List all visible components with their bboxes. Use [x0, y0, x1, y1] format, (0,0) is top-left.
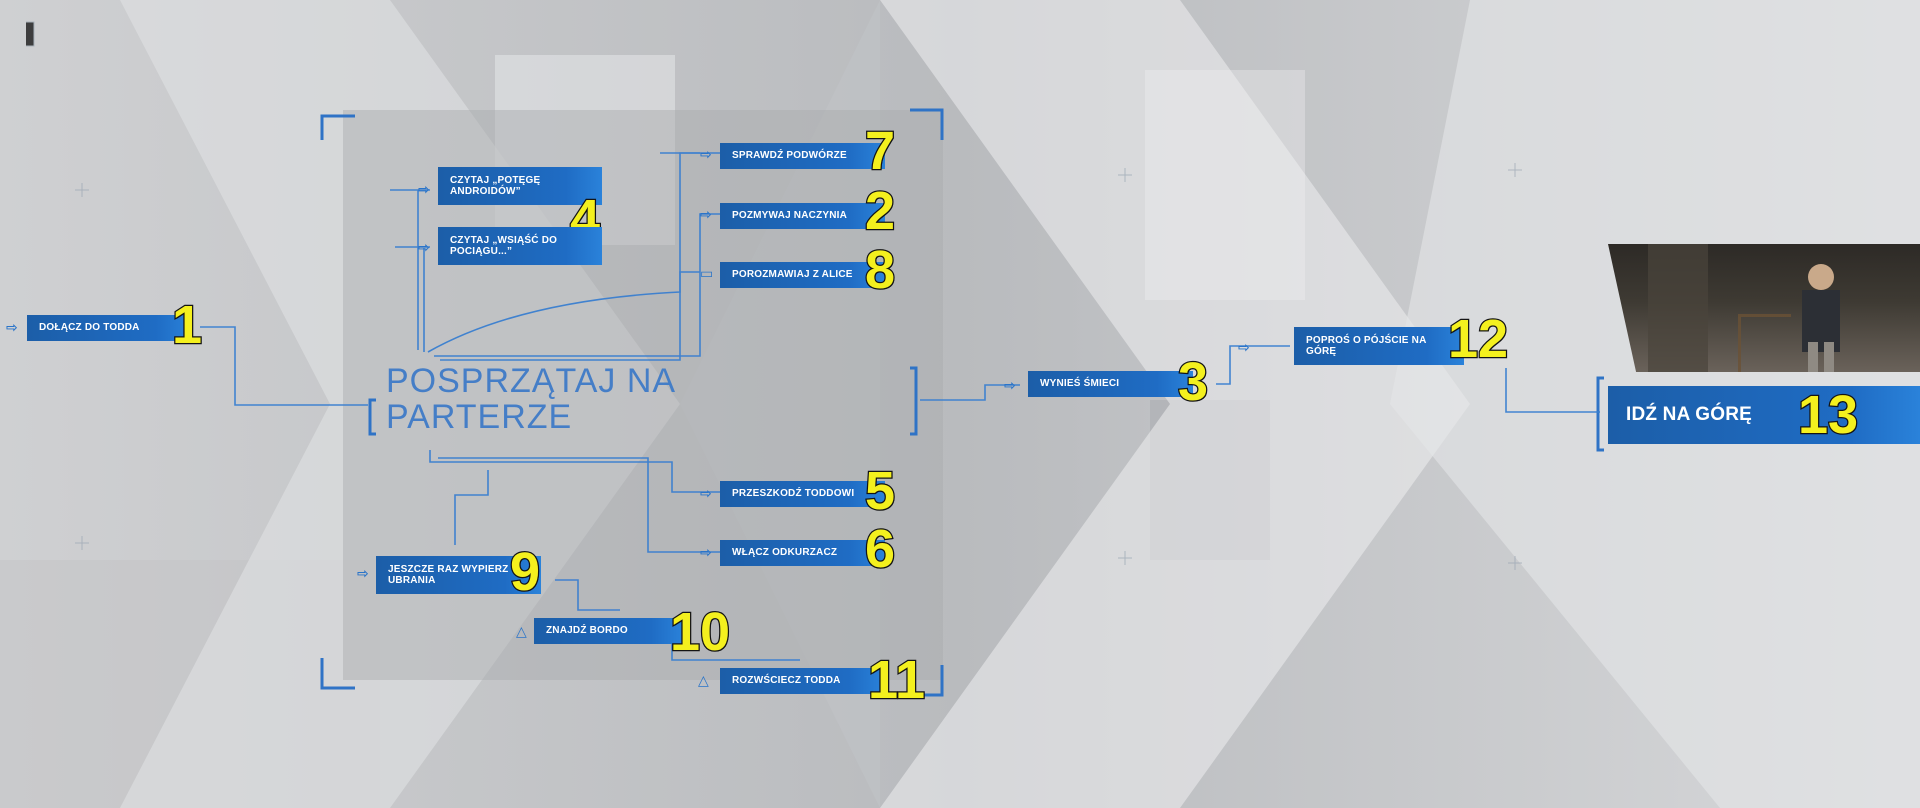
triangle-icon: △ — [698, 672, 709, 688]
number-badge: 6 — [864, 519, 897, 579]
choice-znajdz-bordo[interactable]: ZNAJDŹ BORDO — [534, 618, 684, 644]
number-badge: 1 — [171, 295, 204, 355]
choice-pozmywaj-naczynia[interactable]: POZMYWAJ NACZYNIA — [720, 203, 885, 229]
arrow-right-icon: ⇨ — [1238, 339, 1250, 355]
choice-label: CZYTAJ „WSIĄŚĆ DO POCIĄGU...” — [450, 234, 558, 258]
choice-popros-o-pojscie[interactable]: POPROŚ O PÓJŚCIE NA GÓRĘ — [1294, 327, 1464, 365]
number-badge: 11 — [867, 650, 927, 710]
number-badge: 10 — [669, 602, 732, 662]
number-badge: 3 — [1177, 352, 1210, 412]
number-badge: 7 — [864, 121, 897, 181]
choice-czytaj-wsiasc[interactable]: CZYTAJ „WSIĄŚĆ DO POCIĄGU...” — [438, 227, 602, 265]
arrow-right-icon: ⇨ — [357, 565, 369, 581]
choice-idz-na-gore[interactable]: IDŹ NA GÓRĘ — [1608, 386, 1920, 444]
arrow-right-icon: ⇨ — [700, 485, 712, 501]
choice-label: ROZWŚCIECZ TODDA — [732, 675, 841, 687]
choice-label: ZNAJDŹ BORDO — [546, 625, 628, 637]
choice-label: SPRAWDŹ PODWÓRZE — [732, 150, 847, 162]
choice-jeszcze-raz-wypierz[interactable]: JESZCZE RAZ WYPIERZ UBRANIA — [376, 556, 541, 594]
speech-bubble-icon: ▭ — [700, 265, 714, 281]
choice-sprawdz-podworze[interactable]: SPRAWDŹ PODWÓRZE — [720, 143, 885, 169]
choice-label: WYNIEŚ ŚMIECI — [1040, 378, 1120, 390]
choice-wlacz-odkurzacz[interactable]: WŁĄCZ ODKURZACZ — [720, 540, 885, 566]
choice-label: PRZESZKODŹ TODDOWI — [732, 488, 855, 500]
arrow-right-icon: ⇨ — [6, 319, 18, 335]
choice-label: CZYTAJ „POTĘGĘ ANDROIDÓW” — [450, 174, 541, 198]
triangle-icon: △ — [516, 623, 527, 639]
number-badge: 8 — [864, 240, 897, 300]
arrow-right-icon: ⇨ — [700, 146, 712, 162]
arrow-right-icon: ⇨ — [700, 544, 712, 560]
number-badge: 5 — [864, 461, 897, 521]
choice-label: IDŹ NA GÓRĘ — [1626, 404, 1753, 426]
choice-label: POZMYWAJ NACZYNIA — [732, 210, 848, 222]
choice-label: JESZCZE RAZ WYPIERZ UBRANIA — [388, 563, 509, 587]
choice-label: WŁĄCZ ODKURZACZ — [732, 547, 838, 559]
chapter-title-line1: POSPRZĄTAJ NA — [386, 362, 677, 400]
choice-porozmawiaj-z-alice[interactable]: POROZMAWIAJ Z ALICE — [720, 262, 885, 288]
chapter-title: POSPRZĄTAJ NA PARTERZE — [386, 362, 746, 436]
chapter-title-line2: PARTERZE — [386, 397, 573, 436]
arrow-right-icon: ⇨ — [418, 239, 430, 255]
arrow-right-icon: ⇨ — [1004, 377, 1016, 393]
choice-label: POROZMAWIAJ Z ALICE — [732, 269, 853, 281]
choice-przeszkodz-toddowi[interactable]: PRZESZKODŹ TODDOWI — [720, 481, 885, 507]
choice-rozwsciecz-todda[interactable]: ROZWŚCIECZ TODDA — [720, 668, 885, 694]
number-badge: 9 — [509, 542, 542, 602]
arrow-right-icon: ⇨ — [418, 181, 430, 197]
number-badge: 2 — [864, 181, 897, 241]
chapter-thumbnail — [1608, 244, 1920, 372]
arrow-right-icon: ⇨ — [700, 206, 712, 222]
choice-dolacz-do-todda[interactable]: DOŁĄCZ DO TODDA — [27, 315, 192, 341]
choice-label: DOŁĄCZ DO TODDA — [39, 322, 140, 334]
number-badge: 12 — [1447, 309, 1510, 369]
number-badge: 13 — [1797, 385, 1860, 445]
choice-wynies-smieci[interactable]: WYNIEŚ ŚMIECI — [1028, 371, 1193, 397]
choice-czytaj-potege[interactable]: CZYTAJ „POTĘGĘ ANDROIDÓW” — [438, 167, 602, 205]
choice-label: POPROŚ O PÓJŚCIE NA GÓRĘ — [1306, 334, 1427, 358]
